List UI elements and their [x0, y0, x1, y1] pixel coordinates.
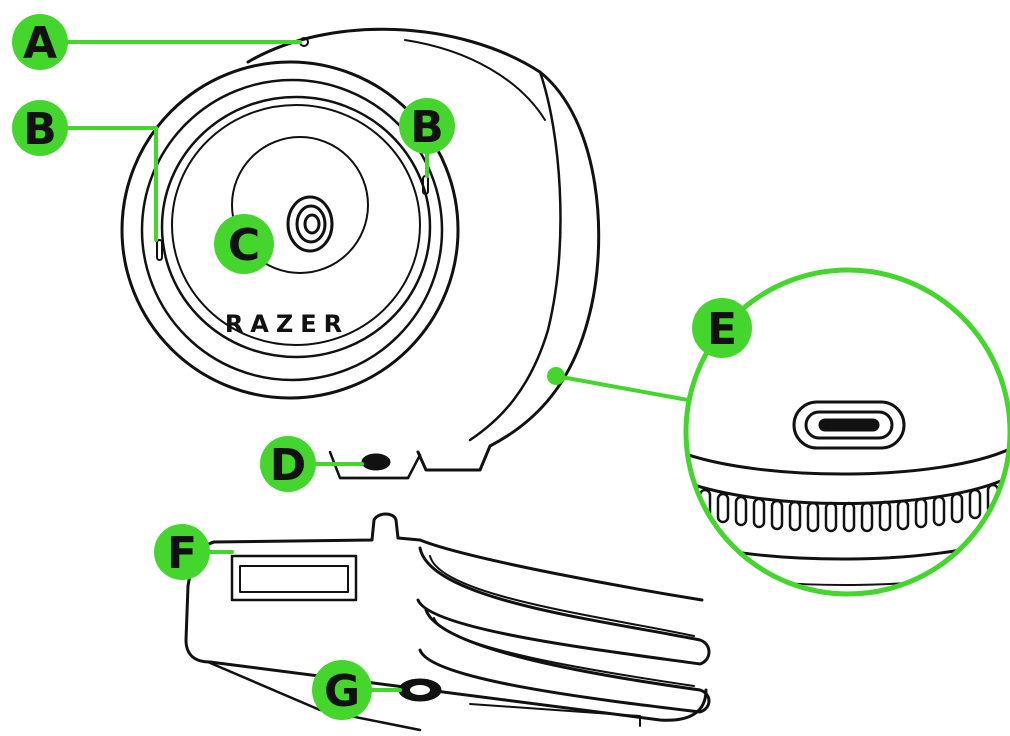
port-marker-dot [547, 367, 565, 385]
callout-b-right: B [399, 98, 455, 154]
callout-d-label: D [270, 440, 307, 491]
leader-lines [62, 40, 690, 692]
camera-body [120, 27, 601, 480]
callout-e: E [692, 298, 752, 358]
callout-g-label: G [324, 666, 360, 717]
callout-e-label: E [707, 304, 737, 355]
callout-b-left: B [12, 100, 68, 156]
mounting-clip [184, 512, 711, 732]
callout-b-right-label: B [410, 102, 444, 153]
callout-a: A [12, 14, 68, 70]
logo-text: RAZER [225, 310, 349, 338]
callout-c: C [214, 214, 274, 274]
callout-b-left-label: B [23, 104, 57, 155]
callout-c-label: C [228, 220, 260, 271]
callout-f-label: F [167, 528, 197, 579]
callout-d: D [260, 436, 316, 492]
callout-a-label: A [23, 18, 57, 69]
callout-g: G [312, 660, 372, 720]
callout-f: F [154, 524, 210, 580]
